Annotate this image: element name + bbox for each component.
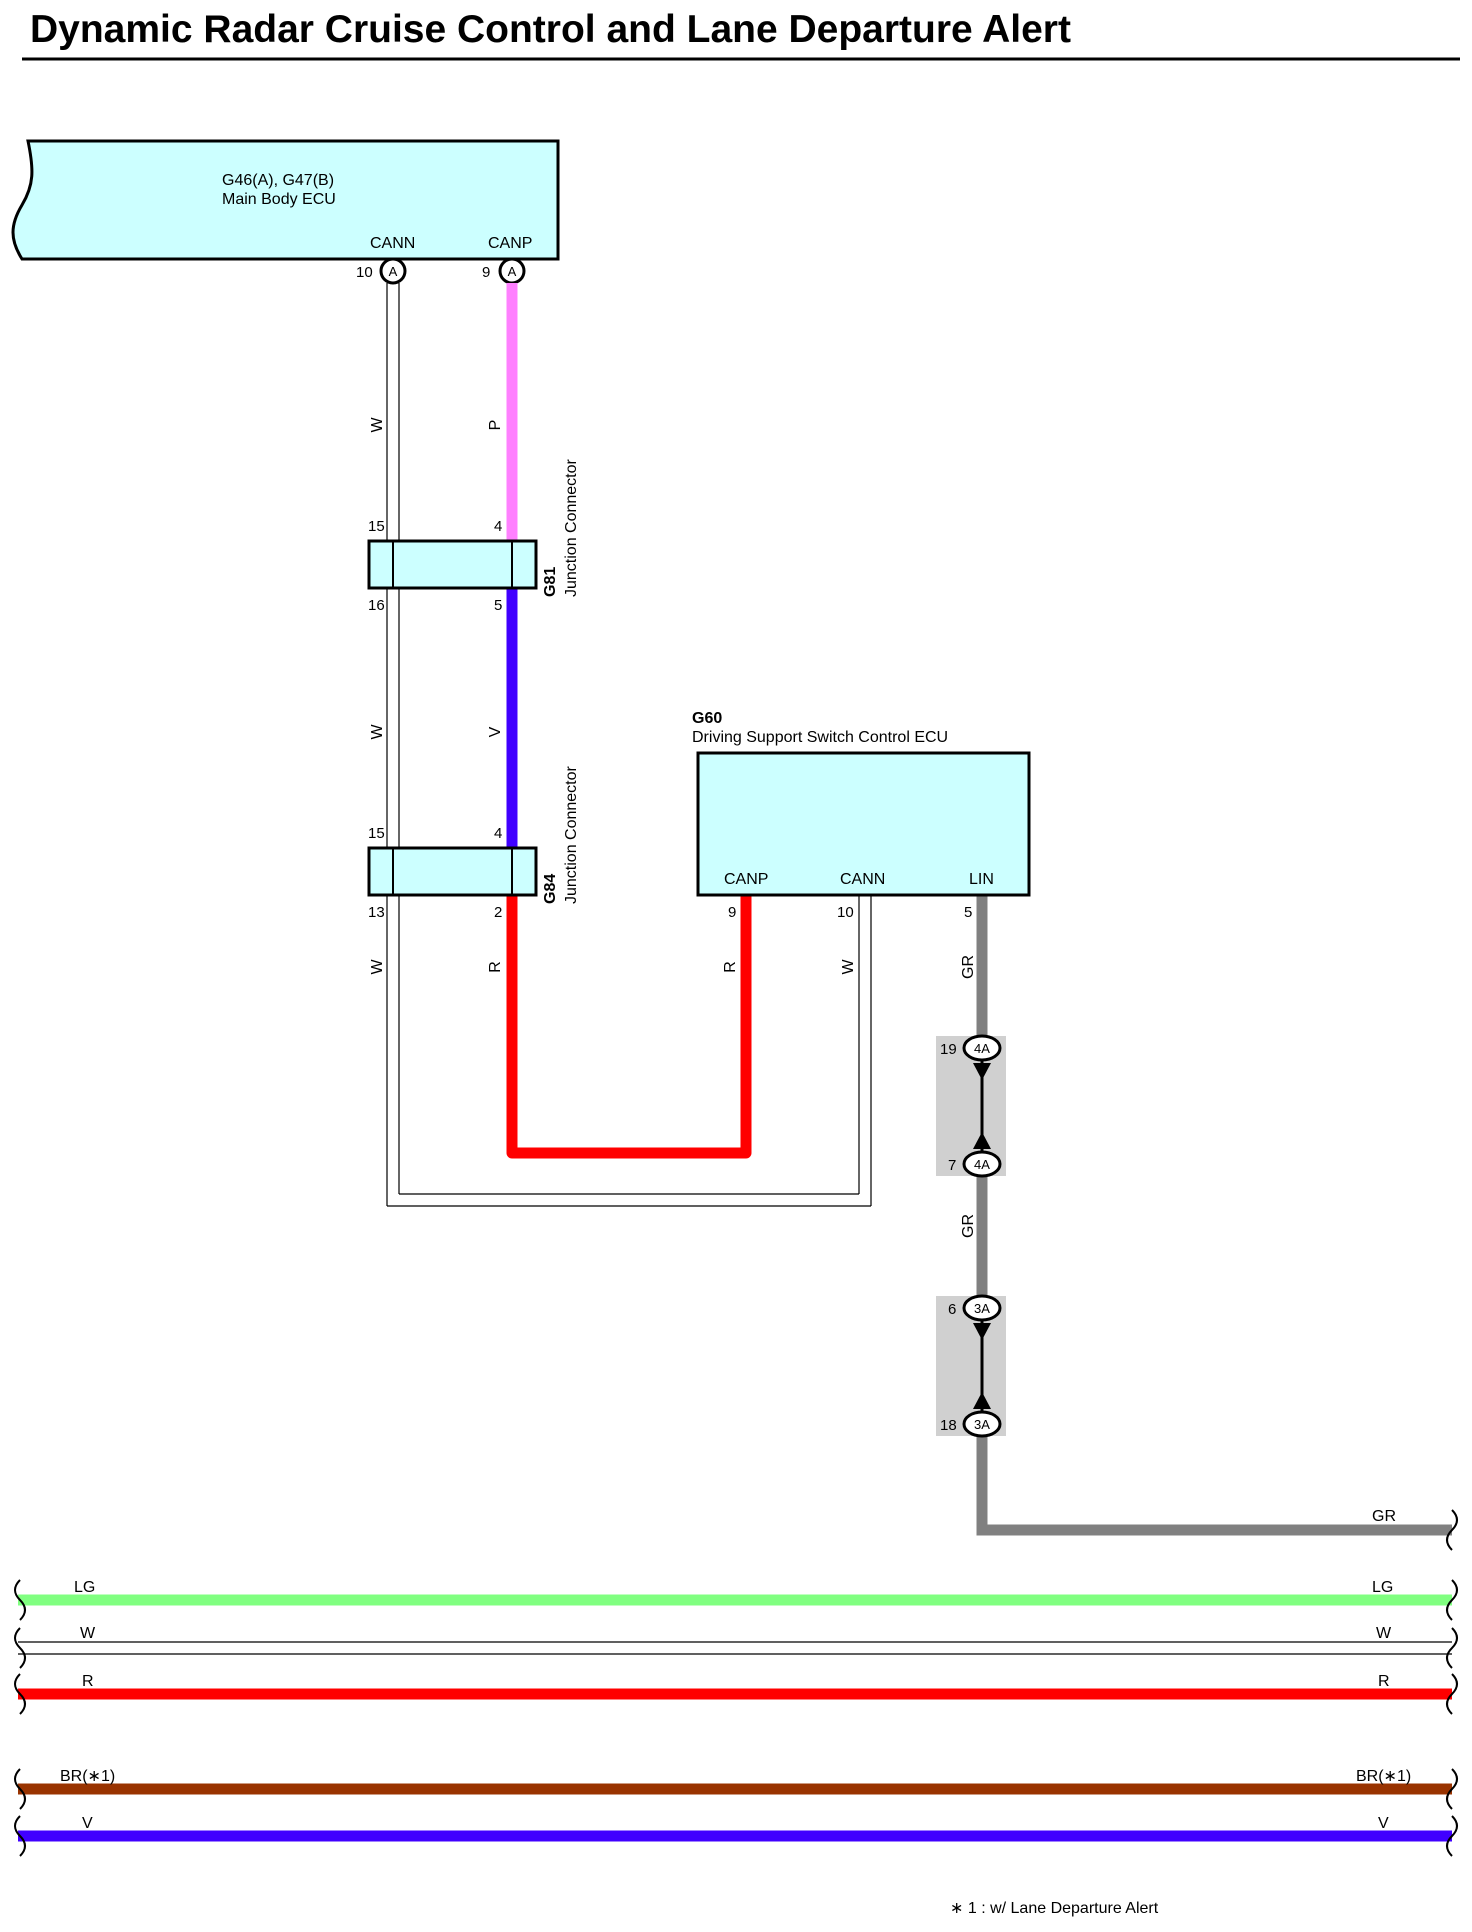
- wire-label-v1: V: [487, 726, 504, 737]
- g81-pin-tl: 15: [368, 518, 385, 535]
- main-body-ecu: G46(A), G47(B) Main Body ECU CANN CANP 1…: [11, 139, 560, 285]
- main-body-ecu-canp-label: CANP: [488, 235, 532, 252]
- g81-name: Junction Connector: [563, 458, 580, 597]
- bus-label-br-left: BR(∗1): [60, 1768, 115, 1785]
- wire-label-w3: W: [369, 959, 386, 975]
- main-body-ecu-code: G46(A), G47(B): [222, 172, 334, 189]
- g84-pin-tr: 4: [494, 825, 502, 842]
- connector-3a-top-terminal: [962, 1294, 1002, 1322]
- wire-label-gr3: GR: [1372, 1508, 1396, 1525]
- g84-box: [367, 846, 538, 897]
- break-left-v: [14, 1815, 26, 1857]
- g81-junction-connector: 15 4 16 5 G81 Junction Connector: [367, 458, 580, 614]
- wire-r-red: [506, 896, 752, 1159]
- g81-pin-bl: 16: [368, 597, 385, 614]
- wire-label-r2: R: [722, 961, 739, 973]
- main-body-ecu-cann-label: CANN: [370, 235, 415, 252]
- bus-label-v-right: V: [1378, 1815, 1389, 1832]
- g84-pin-br: 2: [494, 904, 502, 921]
- g60-canp-label: CANP: [724, 871, 768, 888]
- g60-lin-pin: 5: [964, 904, 972, 921]
- main-body-ecu-cann-pin: 10: [356, 264, 373, 281]
- g60-name: Driving Support Switch Control ECU: [692, 729, 948, 746]
- g60-ecu: G60 Driving Support Switch Control ECU C…: [692, 710, 1031, 921]
- footnote: ∗ 1 : w/ Lane Departure Alert: [950, 1900, 1159, 1917]
- g81-pin-br: 5: [494, 597, 502, 614]
- break-right-w: [1446, 1627, 1458, 1669]
- break-left-w: [14, 1627, 26, 1669]
- connector-4a-bottom-pin: 7: [948, 1157, 956, 1174]
- connector-3a-bottom-id: 3A: [974, 1417, 990, 1432]
- connector-3a-top-id: 3A: [974, 1301, 990, 1316]
- bus-label-w-right: W: [1376, 1625, 1392, 1642]
- main-body-ecu-name: Main Body ECU: [222, 191, 336, 208]
- g84-pin-bl: 13: [368, 904, 385, 921]
- bus-label-br-right: BR(∗1): [1356, 1768, 1411, 1785]
- break-right-lg: [1446, 1579, 1458, 1621]
- bus-label-lg-left: LG: [74, 1579, 95, 1596]
- g81-code: G81: [542, 567, 559, 597]
- bus-label-w-left: W: [80, 1625, 96, 1642]
- connector-4a-box: [936, 1036, 1006, 1176]
- connector-3a-box: [936, 1296, 1006, 1436]
- connector-4a-arrow-top: [973, 1063, 991, 1080]
- break-right-r: [1446, 1673, 1458, 1715]
- break-right-gr: [1446, 1509, 1458, 1551]
- break-left-lg: [14, 1579, 26, 1621]
- wire-label-r1: R: [487, 961, 504, 973]
- g84-pin-tl: 15: [368, 825, 385, 842]
- g60-code: G60: [692, 710, 722, 727]
- break-right-br: [1446, 1768, 1458, 1810]
- wires: [386, 283, 1452, 1536]
- connector-3a-arrow-top: [973, 1323, 991, 1340]
- g60-box: [696, 751, 1031, 897]
- connector-3a-bottom-terminal: [962, 1410, 1002, 1438]
- main-body-ecu-cann-connector: A: [389, 264, 398, 279]
- connector-4a-bottom-id: 4A: [974, 1157, 990, 1172]
- wire-label-w4: W: [840, 959, 857, 975]
- connector-4a-bottom-terminal: [962, 1150, 1002, 1178]
- g60-canp-pin: 9: [728, 904, 736, 921]
- connector-3a-bottom-pin: 18: [940, 1417, 957, 1434]
- bus-label-lg-right: LG: [1372, 1579, 1393, 1596]
- main-body-ecu-box: [11, 139, 560, 261]
- wire-label-p1: P: [487, 420, 504, 431]
- main-body-ecu-canp-pin: 9: [482, 264, 490, 281]
- g60-lin-label: LIN: [969, 871, 994, 888]
- connector-4a-top-id: 4A: [974, 1041, 990, 1056]
- wire-label-w1: W: [369, 417, 386, 433]
- g60-cann-label: CANN: [840, 871, 885, 888]
- connector-3a-arrow-bottom: [973, 1392, 991, 1409]
- wire-label-gr1: GR: [960, 955, 977, 979]
- g84-code: G84: [542, 874, 559, 904]
- inline-connector-4a: 4A 4A 19 7: [936, 1034, 1006, 1178]
- connector-3a-top-pin: 6: [948, 1301, 956, 1318]
- break-right-v: [1446, 1815, 1458, 1857]
- g81-box: [367, 539, 538, 590]
- main-body-ecu-canp-connector: A: [508, 264, 517, 279]
- g84-junction-connector: 15 4 13 2 G84 Junction Connector: [367, 765, 580, 921]
- connector-4a-arrow-bottom: [973, 1132, 991, 1149]
- bus-label-r-left: R: [82, 1673, 94, 1690]
- main-body-ecu-cann-terminal: [379, 257, 407, 285]
- bus-label-v-left: V: [82, 1815, 93, 1832]
- break-left-r: [14, 1673, 26, 1715]
- wire-labels: W P W V W R R W GR GR GR: [369, 417, 1396, 1525]
- g60-cann-pin: 10: [837, 904, 854, 921]
- wire-label-w2: W: [369, 724, 386, 740]
- break-left-br: [14, 1768, 26, 1810]
- page-title: Dynamic Radar Cruise Control and Lane De…: [30, 8, 1071, 51]
- g81-pin-tr: 4: [494, 518, 502, 535]
- g84-name: Junction Connector: [563, 765, 580, 904]
- connector-4a-top-terminal: [962, 1034, 1002, 1062]
- connector-4a-top-pin: 19: [940, 1041, 957, 1058]
- wire-gr-3: [976, 1436, 1452, 1536]
- bus-label-r-right: R: [1378, 1673, 1390, 1690]
- inline-connector-3a: 3A 3A 6 18: [936, 1294, 1006, 1438]
- bus-lines: LG LG W W R R BR(∗1) BR(∗1) V V: [14, 1509, 1458, 1857]
- wire-label-gr2: GR: [960, 1214, 977, 1238]
